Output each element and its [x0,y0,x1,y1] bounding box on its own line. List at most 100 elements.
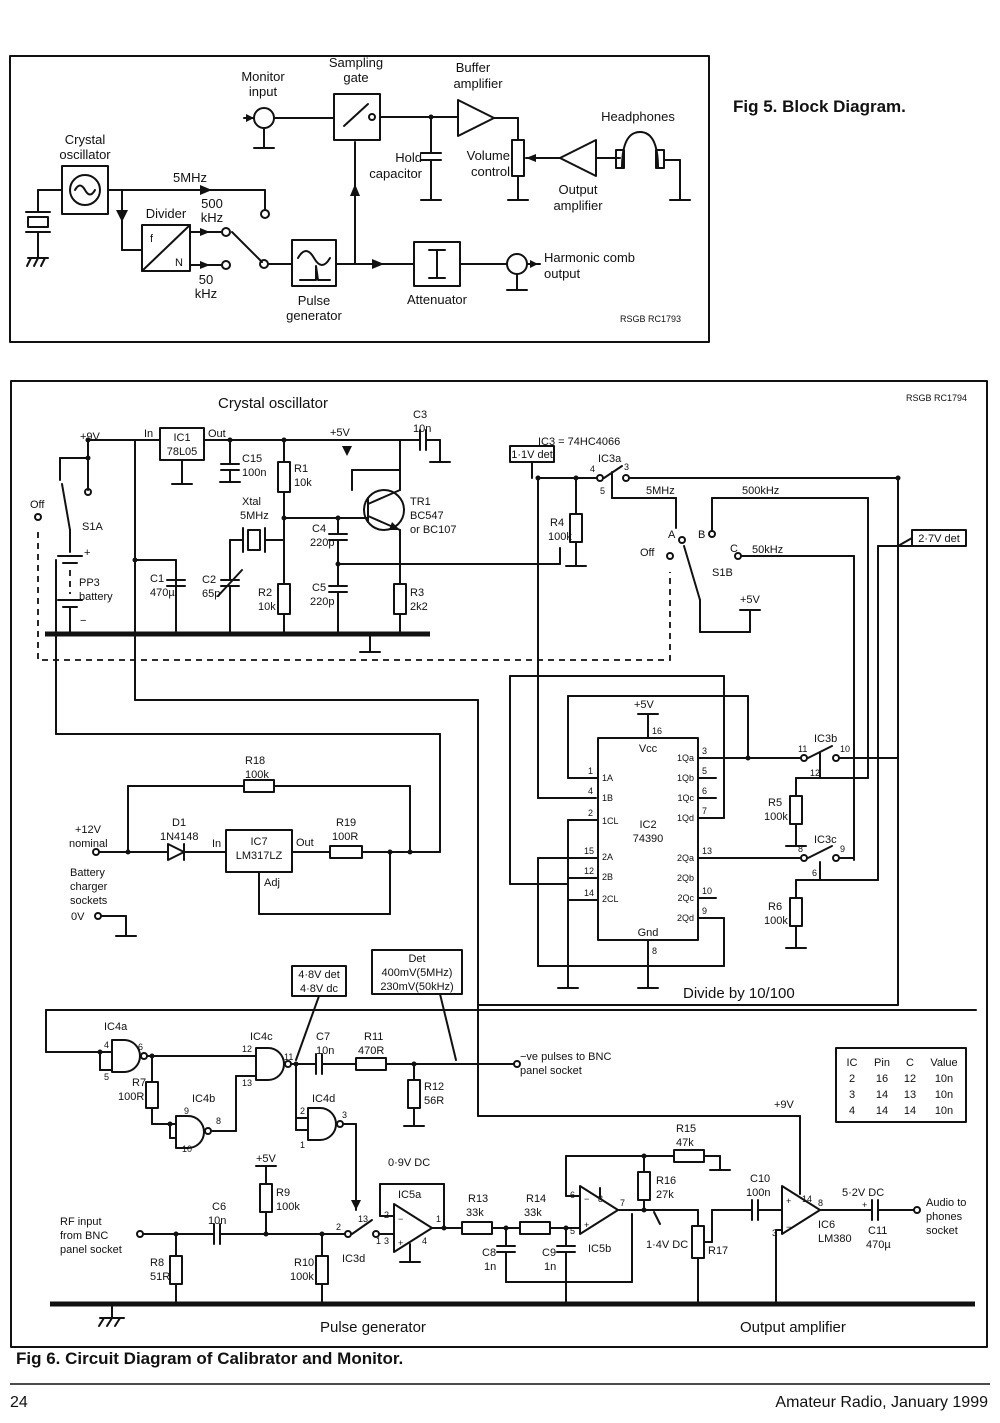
v14-label: 1·4V DC [646,1239,688,1251]
r18-resistor [243,779,275,793]
ic4c-label: IC4c [250,1031,273,1043]
pin-table-cell: 4 [849,1105,855,1117]
ic7-type: LM317LZ [236,850,283,862]
r19-value: 100R [332,831,358,843]
p5v-label-r9: +5V [256,1153,277,1165]
svg-text:12: 12 [584,866,594,876]
c9-value: 1n [544,1261,556,1273]
output-amplifier [559,139,597,177]
fig5-caption: Fig 5. Block Diagram. [733,97,906,116]
pin-table-cell: 10n [935,1089,953,1101]
selector-switch [231,231,263,263]
ic2-pin-1a: 1A [602,773,613,783]
ic2-pin-2b: 2B [602,872,613,882]
ic3d-switch [351,1219,373,1235]
battery-minus: − [80,615,86,627]
p5v-label-s1b: +5V [740,594,761,606]
ic7-name: IC7 [250,836,267,848]
pin-table-cell: 14 [876,1105,888,1117]
ic3-note: IC3 = 74HC4066 [538,436,620,448]
pin-table-cell: 3 [849,1089,855,1101]
divide-title: Divide by 10/100 [683,985,795,1002]
pin-table-cell: 13 [904,1089,916,1101]
svg-text:11: 11 [798,744,807,754]
s1b-label: S1B [712,567,733,579]
ic4d-gate [307,1107,337,1141]
svg-text:3: 3 [624,462,629,472]
xtal-value: 5MHz [240,510,269,522]
s1b-off-label: Off [640,547,655,559]
det-2v7-label: 2·7V det [918,533,960,545]
ic3c-label: IC3c [814,834,837,846]
ic4c-gate [255,1047,285,1081]
neg-pulses-1: −ve pulses to BNC [520,1051,611,1063]
svg-text:8: 8 [598,1194,603,1204]
c5-value: 220p [310,596,334,608]
s1-mechanical-link [37,532,671,661]
charger-name-3: sockets [70,895,108,907]
ic2-pin-1qc: 1Qc [677,793,694,803]
svg-text:12: 12 [242,1044,252,1054]
attenuator-label: Attenuator [407,292,468,307]
ic4a-label: IC4a [104,1021,128,1033]
c7-value: 10n [316,1045,334,1057]
buffer-label-2: amplifier [453,76,503,91]
svg-text:+: + [786,1196,791,1206]
pin-table-h-value: Value [930,1057,957,1069]
crystal-osc-title: Crystal oscillator [218,395,328,412]
pin-table-h-ic: IC [847,1057,858,1069]
ic5a-opamp [393,1203,433,1253]
svg-text:3: 3 [702,746,707,756]
f500-label-2: kHz [201,210,223,225]
output-amp-title: Output amplifier [740,1319,846,1336]
r7-resistor [145,1081,159,1109]
c15-name: C15 [242,453,262,465]
svg-text:2: 2 [336,1222,341,1232]
c10-value: 100n [746,1187,770,1199]
rf-input-2: from BNC [60,1230,108,1242]
monitor-label-1: Monitor [241,69,285,84]
svg-text:13: 13 [242,1078,252,1088]
v09-label: 0·9V DC [388,1157,430,1169]
r18-value: 100k [245,769,269,781]
f5mhz-label: 5MHz [646,485,675,497]
c4-name: C4 [312,523,326,535]
svg-text:9: 9 [840,844,845,854]
det-1v1-label: 1·1V det [511,449,553,461]
p9v-label: +9V [80,431,101,443]
c11-value: 470µ [866,1239,891,1251]
ic3c-switch [807,845,833,859]
xtal-name: Xtal [242,496,261,508]
r8-value: 51R [150,1271,170,1283]
svg-text:8: 8 [652,946,657,956]
svg-text:15: 15 [584,846,594,856]
v52-label: 5·2V DC [842,1187,884,1199]
r6-value: 100k [764,915,788,927]
ic2-pin-2qc: 2Qc [677,893,694,903]
hold-label-1: Hold [395,150,422,165]
block-diagram: Crystal oscillator 5MHz f N Divider 500 … [9,55,710,343]
pin-table-cell: 2 [849,1073,855,1085]
xtal-crystal [247,529,261,551]
block-diagram-frame [9,55,710,343]
crystal-oscillator-label-2: oscillator [59,147,111,162]
svg-text:12: 12 [810,768,820,778]
svg-text:8: 8 [798,844,803,854]
r1-value: 10k [294,477,312,489]
audio-1: Audio to [926,1197,966,1209]
svg-text:3: 3 [342,1110,347,1120]
ic3d-label: IC3d [342,1253,365,1265]
svg-text:7: 7 [702,806,707,816]
det-output-box [371,949,463,995]
harmonic-label-2: output [544,266,581,281]
r16-name: R16 [656,1175,676,1187]
pin-table: IC Pin C Value 2 16 12 10n 3 14 13 10n 4… [835,1047,967,1123]
svg-text:1: 1 [300,1140,305,1150]
r12-resistor [407,1079,421,1109]
pin-table-cell: 10n [935,1105,953,1117]
pin-table-cell: 16 [876,1073,888,1085]
r9-value: 100k [276,1201,300,1213]
svg-text:3: 3 [772,1228,777,1238]
svg-text:10: 10 [182,1144,192,1154]
r5-value: 100k [764,811,788,823]
